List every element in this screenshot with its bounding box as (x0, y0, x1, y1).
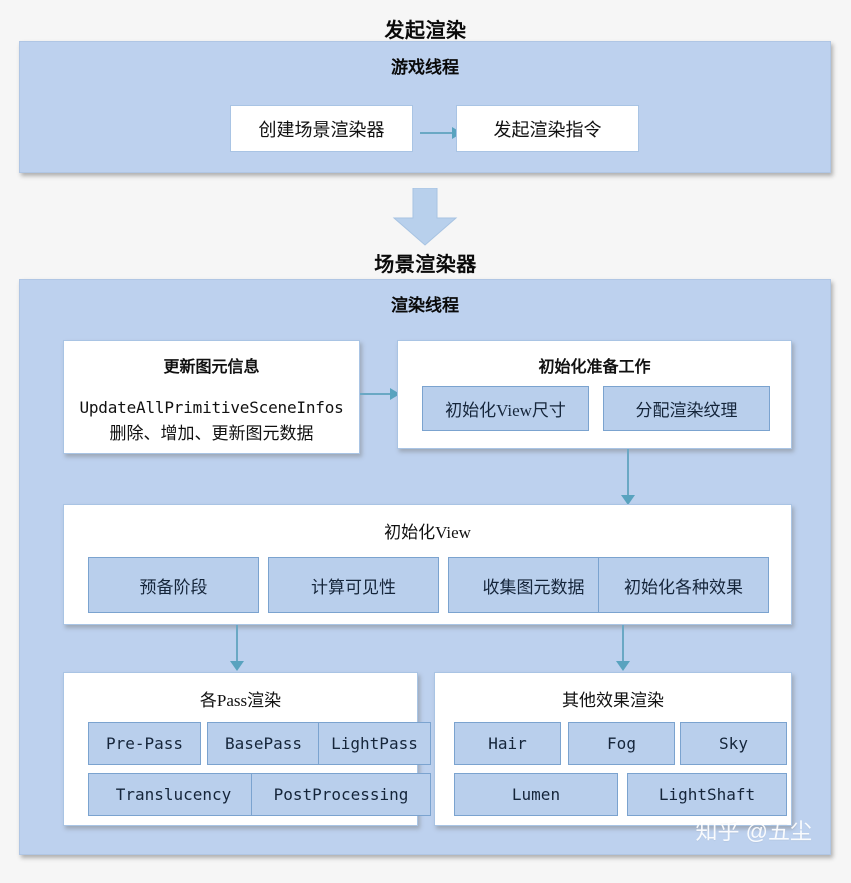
update-primitive-info-description: 删除、增加、更新图元数据 (109, 424, 314, 443)
card-title-init-preparation: 初始化准备工作 (538, 359, 651, 376)
arrow-init-prep-to-init-view (621, 449, 635, 507)
section-title-scene-renderer: 场景渲染器 (374, 254, 477, 276)
card-title-pass-render: 各Pass渲染 (199, 691, 282, 710)
node-lumen[interactable]: Lumen (454, 773, 618, 816)
card-pass-render: 各Pass渲染 Pre-Pass BasePass LightPass Tran… (63, 672, 431, 826)
node-create-scene-renderer[interactable]: 创建场景渲染器 (230, 105, 413, 152)
node-pre-pass[interactable]: Pre-Pass (88, 722, 201, 765)
watermark: 知乎 @五尘 (695, 819, 812, 844)
node-post-processing[interactable]: PostProcessing (251, 773, 431, 816)
card-init-view: 初始化View 预备阶段 计算可见性 收集图元数据 初始化各种效果 (63, 504, 792, 625)
node-hair[interactable]: Hair (454, 722, 561, 765)
node-fog[interactable]: Fog (568, 722, 675, 765)
node-compute-visibility[interactable]: 计算可见性 (268, 557, 439, 613)
card-title-other-effects-render: 其他效果渲染 (562, 691, 664, 710)
node-light-pass[interactable]: LightPass (318, 722, 431, 765)
card-title-init-view: 初始化View (384, 523, 471, 542)
arrow-init-view-to-other-effects (616, 625, 630, 673)
panel-game-thread: 游戏线程 创建场景渲染器 发起渲染指令 (19, 41, 831, 173)
node-init-various-effects[interactable]: 初始化各种效果 (598, 557, 769, 613)
node-gather-primitive-data[interactable]: 收集图元数据 (448, 557, 619, 613)
update-primitive-info-function-name: UpdateAllPrimitiveSceneInfos (79, 398, 344, 417)
card-other-effects-render: 其他效果渲染 Hair Fog Sky Lumen LightShaft (434, 672, 792, 826)
card-update-primitive-info: 更新图元信息 UpdateAllPrimitiveSceneInfos 删除、增… (63, 340, 360, 454)
node-prepare-stage[interactable]: 预备阶段 (88, 557, 259, 613)
node-light-shaft[interactable]: LightShaft (627, 773, 787, 816)
node-allocate-render-texture[interactable]: 分配渲染纹理 (603, 386, 770, 431)
node-base-pass[interactable]: BasePass (207, 722, 320, 765)
section-title-initiate-render: 发起渲染 (384, 20, 467, 42)
card-init-preparation: 初始化准备工作 初始化View尺寸 分配渲染纹理 (397, 340, 792, 449)
panel-heading-render-thread: 渲染线程 (391, 296, 459, 315)
node-init-view-size[interactable]: 初始化View尺寸 (422, 386, 589, 431)
panel-render-thread: 渲染线程 更新图元信息 UpdateAllPrimitiveSceneInfos… (19, 279, 831, 855)
node-translucency[interactable]: Translucency (88, 773, 259, 816)
node-sky[interactable]: Sky (680, 722, 787, 765)
block-arrow-down-icon (390, 187, 460, 246)
arrow-update-to-init-prep (360, 388, 402, 400)
card-title-update-primitive-info: 更新图元信息 (163, 359, 260, 376)
panel-heading-game-thread: 游戏线程 (391, 58, 459, 77)
arrow-init-view-to-pass-render (230, 625, 244, 673)
node-dispatch-render-command[interactable]: 发起渲染指令 (456, 105, 639, 152)
